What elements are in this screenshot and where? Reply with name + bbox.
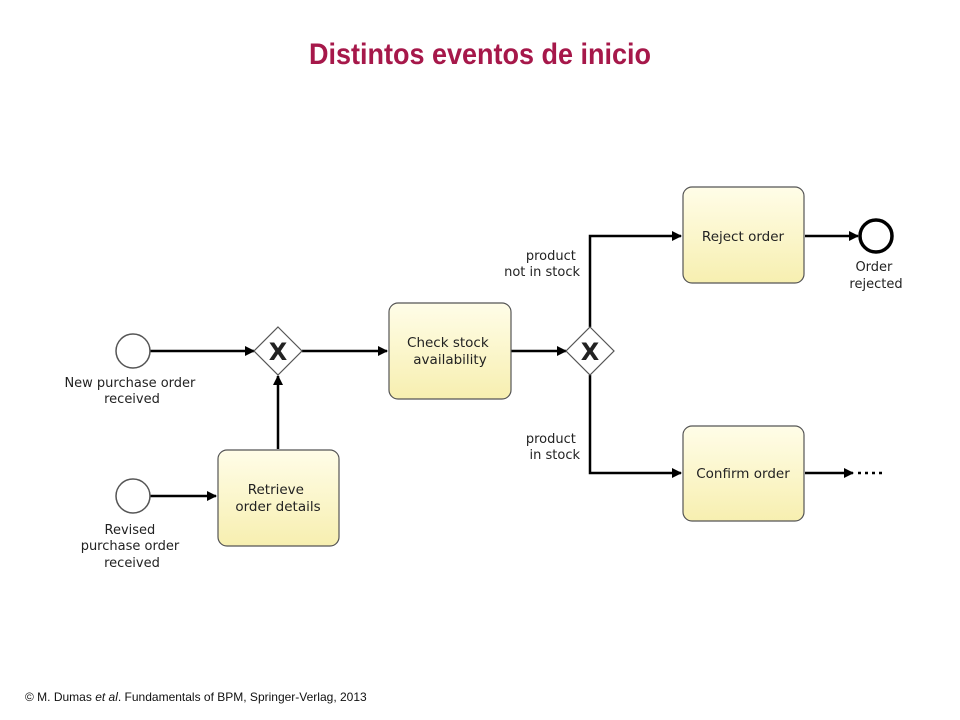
task-retrieve-label: Retrieve order details [235,482,320,515]
flow-split-to-confirm [588,375,682,478]
start-event-revised-order-label: Revised purchase order received [81,523,184,571]
task-reject-order-label: Reject order [702,229,785,245]
footer-citation: © M. Dumas et al. Fundamentals of BPM, S… [25,690,367,704]
slide-title: Distintos eventos de inicio [308,38,652,71]
gateway-split-x-icon: X [581,338,600,366]
gateway-split-xor[interactable]: X [565,326,615,376]
start-event-new-order-label: New purchase order received [64,376,199,407]
end-event-order-rejected-label: Order rejected [849,260,902,292]
task-check-stock[interactable]: Check stock availability [388,302,512,400]
footer-prefix: © M. Dumas [25,690,96,704]
task-retrieve-order-details[interactable]: Retrieve order details [217,449,340,547]
footer-suffix: . Fundamentals of BPM, Springer-Verlag, … [117,690,367,704]
start-event-new-order[interactable] [115,333,151,369]
task-confirm-order[interactable]: Confirm order [682,425,805,522]
footer-et-al: et al [95,690,118,704]
start-event-revised-order[interactable] [115,478,151,514]
task-confirm-order-label: Confirm order [696,466,790,482]
flow-split-to-reject [588,231,682,327]
end-event-order-rejected[interactable] [858,218,894,254]
gateway-merge-x-icon: X [269,338,288,366]
flow-label-not-in-stock: product not in stock [504,249,580,280]
task-check-stock-label: Check stock availability [407,335,493,368]
task-reject-order[interactable]: Reject order [682,186,805,284]
gateway-merge-xor[interactable]: X [253,326,303,376]
flow-label-in-stock: product in stock [526,432,581,463]
